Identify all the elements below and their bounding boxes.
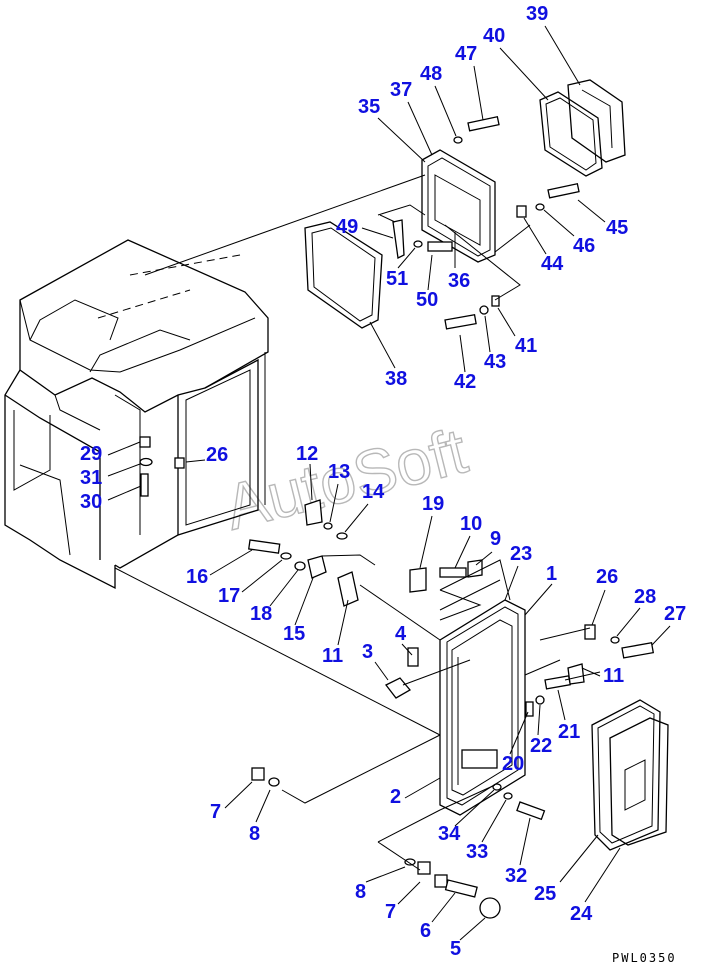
callout-33: 33 — [466, 841, 488, 863]
callout-30: 30 — [80, 491, 102, 513]
callout-31: 31 — [80, 467, 102, 489]
callout-43: 43 — [484, 351, 506, 373]
callout-7-a: 7 — [210, 801, 221, 823]
callout-8-a: 8 — [249, 823, 260, 845]
door-assembly — [439, 579, 669, 851]
callout-5: 5 — [450, 938, 461, 960]
callout-35: 35 — [358, 96, 380, 118]
callout-48: 48 — [420, 63, 442, 85]
callout-46: 46 — [573, 235, 595, 257]
callout-19: 19 — [422, 493, 444, 515]
drawing-code: PWL0350 — [612, 951, 677, 965]
callout-23: 23 — [510, 543, 532, 565]
callout-51: 51 — [386, 268, 408, 290]
callout-26-b: 26 — [596, 566, 618, 588]
callout-47: 47 — [455, 43, 477, 65]
callout-12: 12 — [296, 443, 318, 465]
rear-window-assembly — [144, 79, 626, 330]
callout-15: 15 — [283, 623, 305, 645]
callout-13: 13 — [328, 461, 350, 483]
callout-39: 39 — [526, 3, 548, 25]
callout-10: 10 — [460, 513, 482, 535]
callout-44: 44 — [541, 253, 564, 275]
callout-41: 41 — [515, 335, 537, 357]
callout-38: 38 — [385, 368, 407, 390]
callout-8-b: 8 — [355, 881, 366, 903]
callout-45: 45 — [606, 217, 628, 239]
callout-49: 49 — [336, 216, 358, 238]
cab-hardware — [139, 436, 185, 497]
cab-body — [4, 239, 269, 590]
callout-40: 40 — [483, 25, 505, 47]
callout-34: 34 — [438, 823, 461, 845]
callout-11-a: 11 — [322, 645, 343, 667]
callout-9: 9 — [490, 528, 501, 550]
callout-24: 24 — [570, 903, 593, 925]
callout-6: 6 — [420, 920, 431, 942]
callout-22: 22 — [530, 735, 552, 757]
callout-26-a: 26 — [206, 444, 228, 466]
door-hardware — [248, 499, 655, 919]
callout-18: 18 — [250, 603, 272, 625]
callout-3: 3 — [362, 641, 373, 663]
callout-36: 36 — [448, 270, 470, 292]
callout-2: 2 — [390, 786, 401, 808]
callout-11-b: 11 — [603, 665, 624, 687]
callout-14: 14 — [362, 481, 385, 503]
callout-16: 16 — [186, 566, 208, 588]
callout-29: 29 — [80, 443, 102, 465]
callout-21: 21 — [558, 721, 580, 743]
callout-4: 4 — [395, 623, 407, 645]
callout-50: 50 — [416, 289, 438, 311]
callout-7-b: 7 — [385, 901, 396, 923]
callout-17: 17 — [218, 585, 240, 607]
callout-28: 28 — [634, 586, 656, 608]
callout-32: 32 — [505, 865, 527, 887]
callout-27: 27 — [664, 603, 686, 625]
callouts: 1 2 3 4 5 6 7 7 8 8 9 10 11 11 12 13 14 … — [80, 3, 686, 960]
callout-42: 42 — [454, 371, 476, 393]
callout-1: 1 — [546, 563, 557, 585]
callout-25: 25 — [534, 883, 556, 905]
leader-lines — [114, 554, 601, 871]
callout-37: 37 — [390, 79, 412, 101]
callout-20: 20 — [502, 753, 524, 775]
